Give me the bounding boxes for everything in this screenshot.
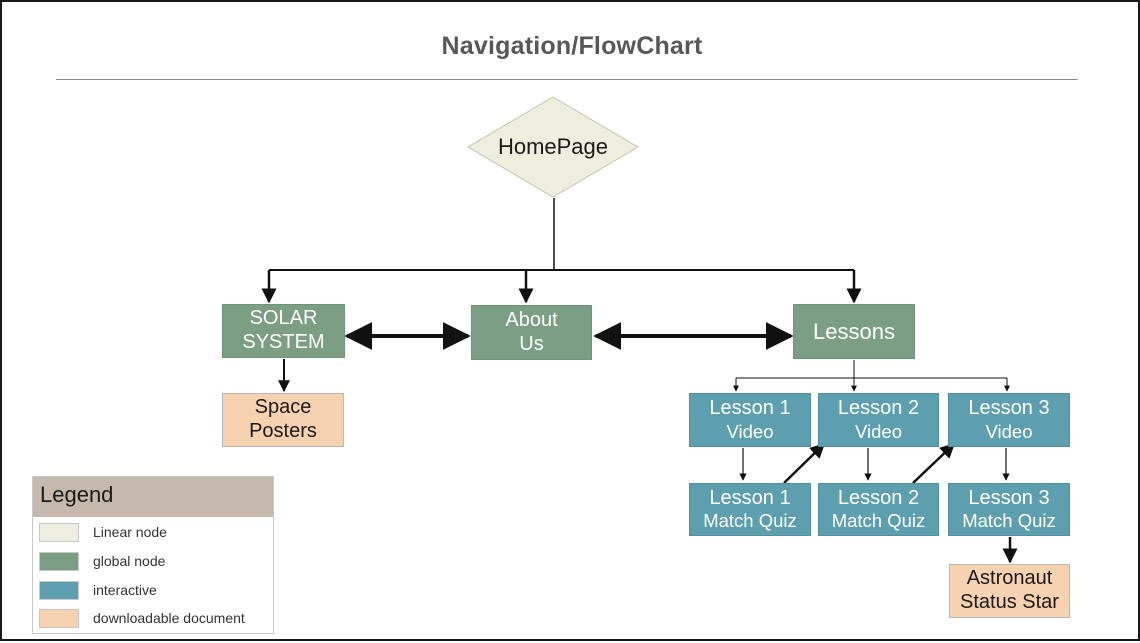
homepage-label: HomePage — [497, 134, 609, 159]
lesson2-quiz-label-line2: Match Quiz — [831, 510, 926, 532]
space-posters-node: Space Posters — [222, 393, 344, 447]
lesson2-video-node: Lesson 2 Video — [818, 393, 939, 447]
title-divider — [56, 79, 1078, 80]
lesson1-quiz-label-line2: Match Quiz — [703, 510, 797, 532]
legend-swatch-linear — [39, 522, 79, 542]
page-title: Navigation/FlowChart — [441, 32, 703, 60]
astronaut-star-label-line1: Astronaut — [966, 567, 1053, 590]
solar-system-label-line1: SOLAR — [249, 307, 318, 330]
lesson3-quiz-node: Lesson 3 Match Quiz — [948, 483, 1070, 536]
lesson3-quiz-label-line1: Lesson 3 — [968, 486, 1050, 509]
legend-swatch-interactive — [39, 580, 79, 600]
legend-label-download: downloadable document — [93, 610, 245, 626]
legend-item-global: global node — [39, 551, 165, 571]
lesson3-video-label-line2: Video — [985, 420, 1033, 442]
legend-item-interactive: interactive — [39, 580, 157, 600]
legend-label-linear: Linear node — [93, 524, 167, 540]
lesson1-video-node: Lesson 1 Video — [689, 393, 811, 447]
legend-label-global: global node — [93, 553, 166, 569]
lesson3-video-node: Lesson 3 Video — [948, 393, 1070, 447]
space-posters-label-line2: Posters — [249, 420, 317, 442]
lessons-node: Lessons — [793, 304, 915, 359]
lesson1-quiz-node: Lesson 1 Match Quiz — [689, 483, 811, 536]
lesson1-quiz-label-line1: Lesson 1 — [709, 486, 791, 509]
about-us-label-line2: Us — [519, 332, 544, 355]
astronaut-star-label-line2: Status Star — [960, 591, 1059, 613]
legend-swatch-download — [39, 608, 79, 628]
homepage-diamond-shape — [467, 96, 639, 198]
about-us-node: About Us — [471, 305, 592, 360]
legend-item-linear: Linear node — [39, 522, 167, 542]
lesson2-video-label-line2: Video — [855, 420, 902, 442]
space-posters-label-line1: Space — [254, 396, 312, 419]
astronaut-star-node: Astronaut Status Star — [949, 564, 1070, 618]
about-us-label-line1: About — [505, 308, 558, 331]
solar-system-node: SOLAR SYSTEM — [222, 304, 345, 358]
arrow-lesson2-quiz-to-lesson3-video — [912, 442, 956, 484]
lesson2-video-label-line1: Lesson 2 — [837, 397, 920, 420]
lesson1-video-label-line2: Video — [726, 420, 774, 442]
legend-label-interactive: interactive — [93, 582, 157, 598]
solar-system-label-line2: SYSTEM — [242, 331, 325, 353]
lessons-label: Lessons — [813, 318, 895, 344]
legend-swatch-global — [39, 551, 79, 571]
legend-item-download: downloadable document — [39, 608, 245, 628]
homepage-node: HomePage — [467, 96, 639, 198]
lesson3-quiz-label-line2: Match Quiz — [962, 510, 1056, 532]
lesson2-quiz-node: Lesson 2 Match Quiz — [818, 483, 939, 536]
lesson1-video-label-line1: Lesson 1 — [709, 397, 791, 420]
legend-title: Legend — [33, 477, 273, 517]
lesson2-quiz-label-line1: Lesson 2 — [837, 486, 920, 509]
legend-panel: Legend Linear node global node interacti… — [32, 476, 274, 634]
arrow-lesson1-quiz-to-lesson2-video — [783, 442, 826, 484]
lesson3-video-label-line1: Lesson 3 — [968, 397, 1050, 420]
